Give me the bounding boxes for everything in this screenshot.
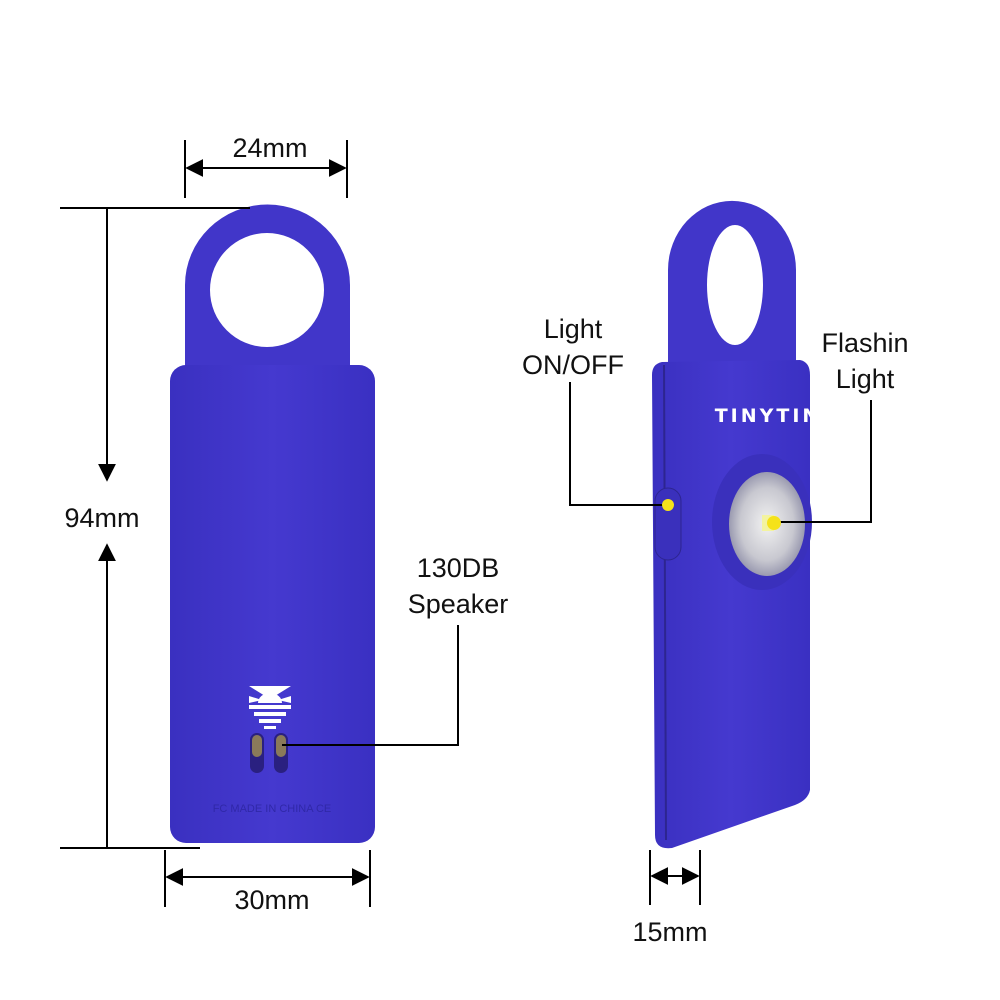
device-side-view: TINYTIN (652, 200, 822, 849)
regulatory-marking: FC MADE IN CHINA CE (213, 803, 332, 815)
indicator-dot-icon (662, 499, 674, 511)
device-body (170, 365, 375, 843)
callout-speaker-line2: Speaker (408, 589, 509, 619)
dimension-24mm (184, 140, 348, 198)
dimension-label-15mm: 15mm (632, 917, 707, 947)
dimension-label-30mm: 30mm (234, 885, 309, 915)
device-back-view: FC MADE IN CHINA CE (170, 204, 375, 843)
callout-speaker: 130DB Speaker (282, 553, 509, 746)
dimension-15mm (649, 850, 701, 905)
speaker-grille-icon (250, 733, 288, 773)
callout-light-line1: Light (544, 314, 603, 344)
dimension-label-24mm: 24mm (232, 133, 307, 163)
callout-light-line2: ON/OFF (522, 350, 624, 380)
light-switch-button (654, 487, 682, 561)
device-body-side (652, 360, 810, 849)
callout-flash-line1: Flashin (821, 328, 908, 358)
dimension-label-94mm: 94mm (64, 503, 139, 533)
callout-speaker-line1: 130DB (417, 553, 500, 583)
callout-light-switch: Light ON/OFF (522, 314, 674, 511)
brand-logo-icon (249, 686, 291, 729)
keyring-loop-side (668, 200, 796, 380)
dimension-30mm (164, 850, 371, 907)
callout-flash-line2: Light (836, 364, 895, 394)
indicator-dot-icon (767, 516, 781, 530)
dimension-94mm (60, 207, 250, 849)
callout-flash-light: Flashin Light (767, 328, 909, 530)
brand-name: TINYTIN (715, 405, 822, 427)
keyring-loop (185, 204, 350, 380)
side-seam (663, 364, 667, 841)
